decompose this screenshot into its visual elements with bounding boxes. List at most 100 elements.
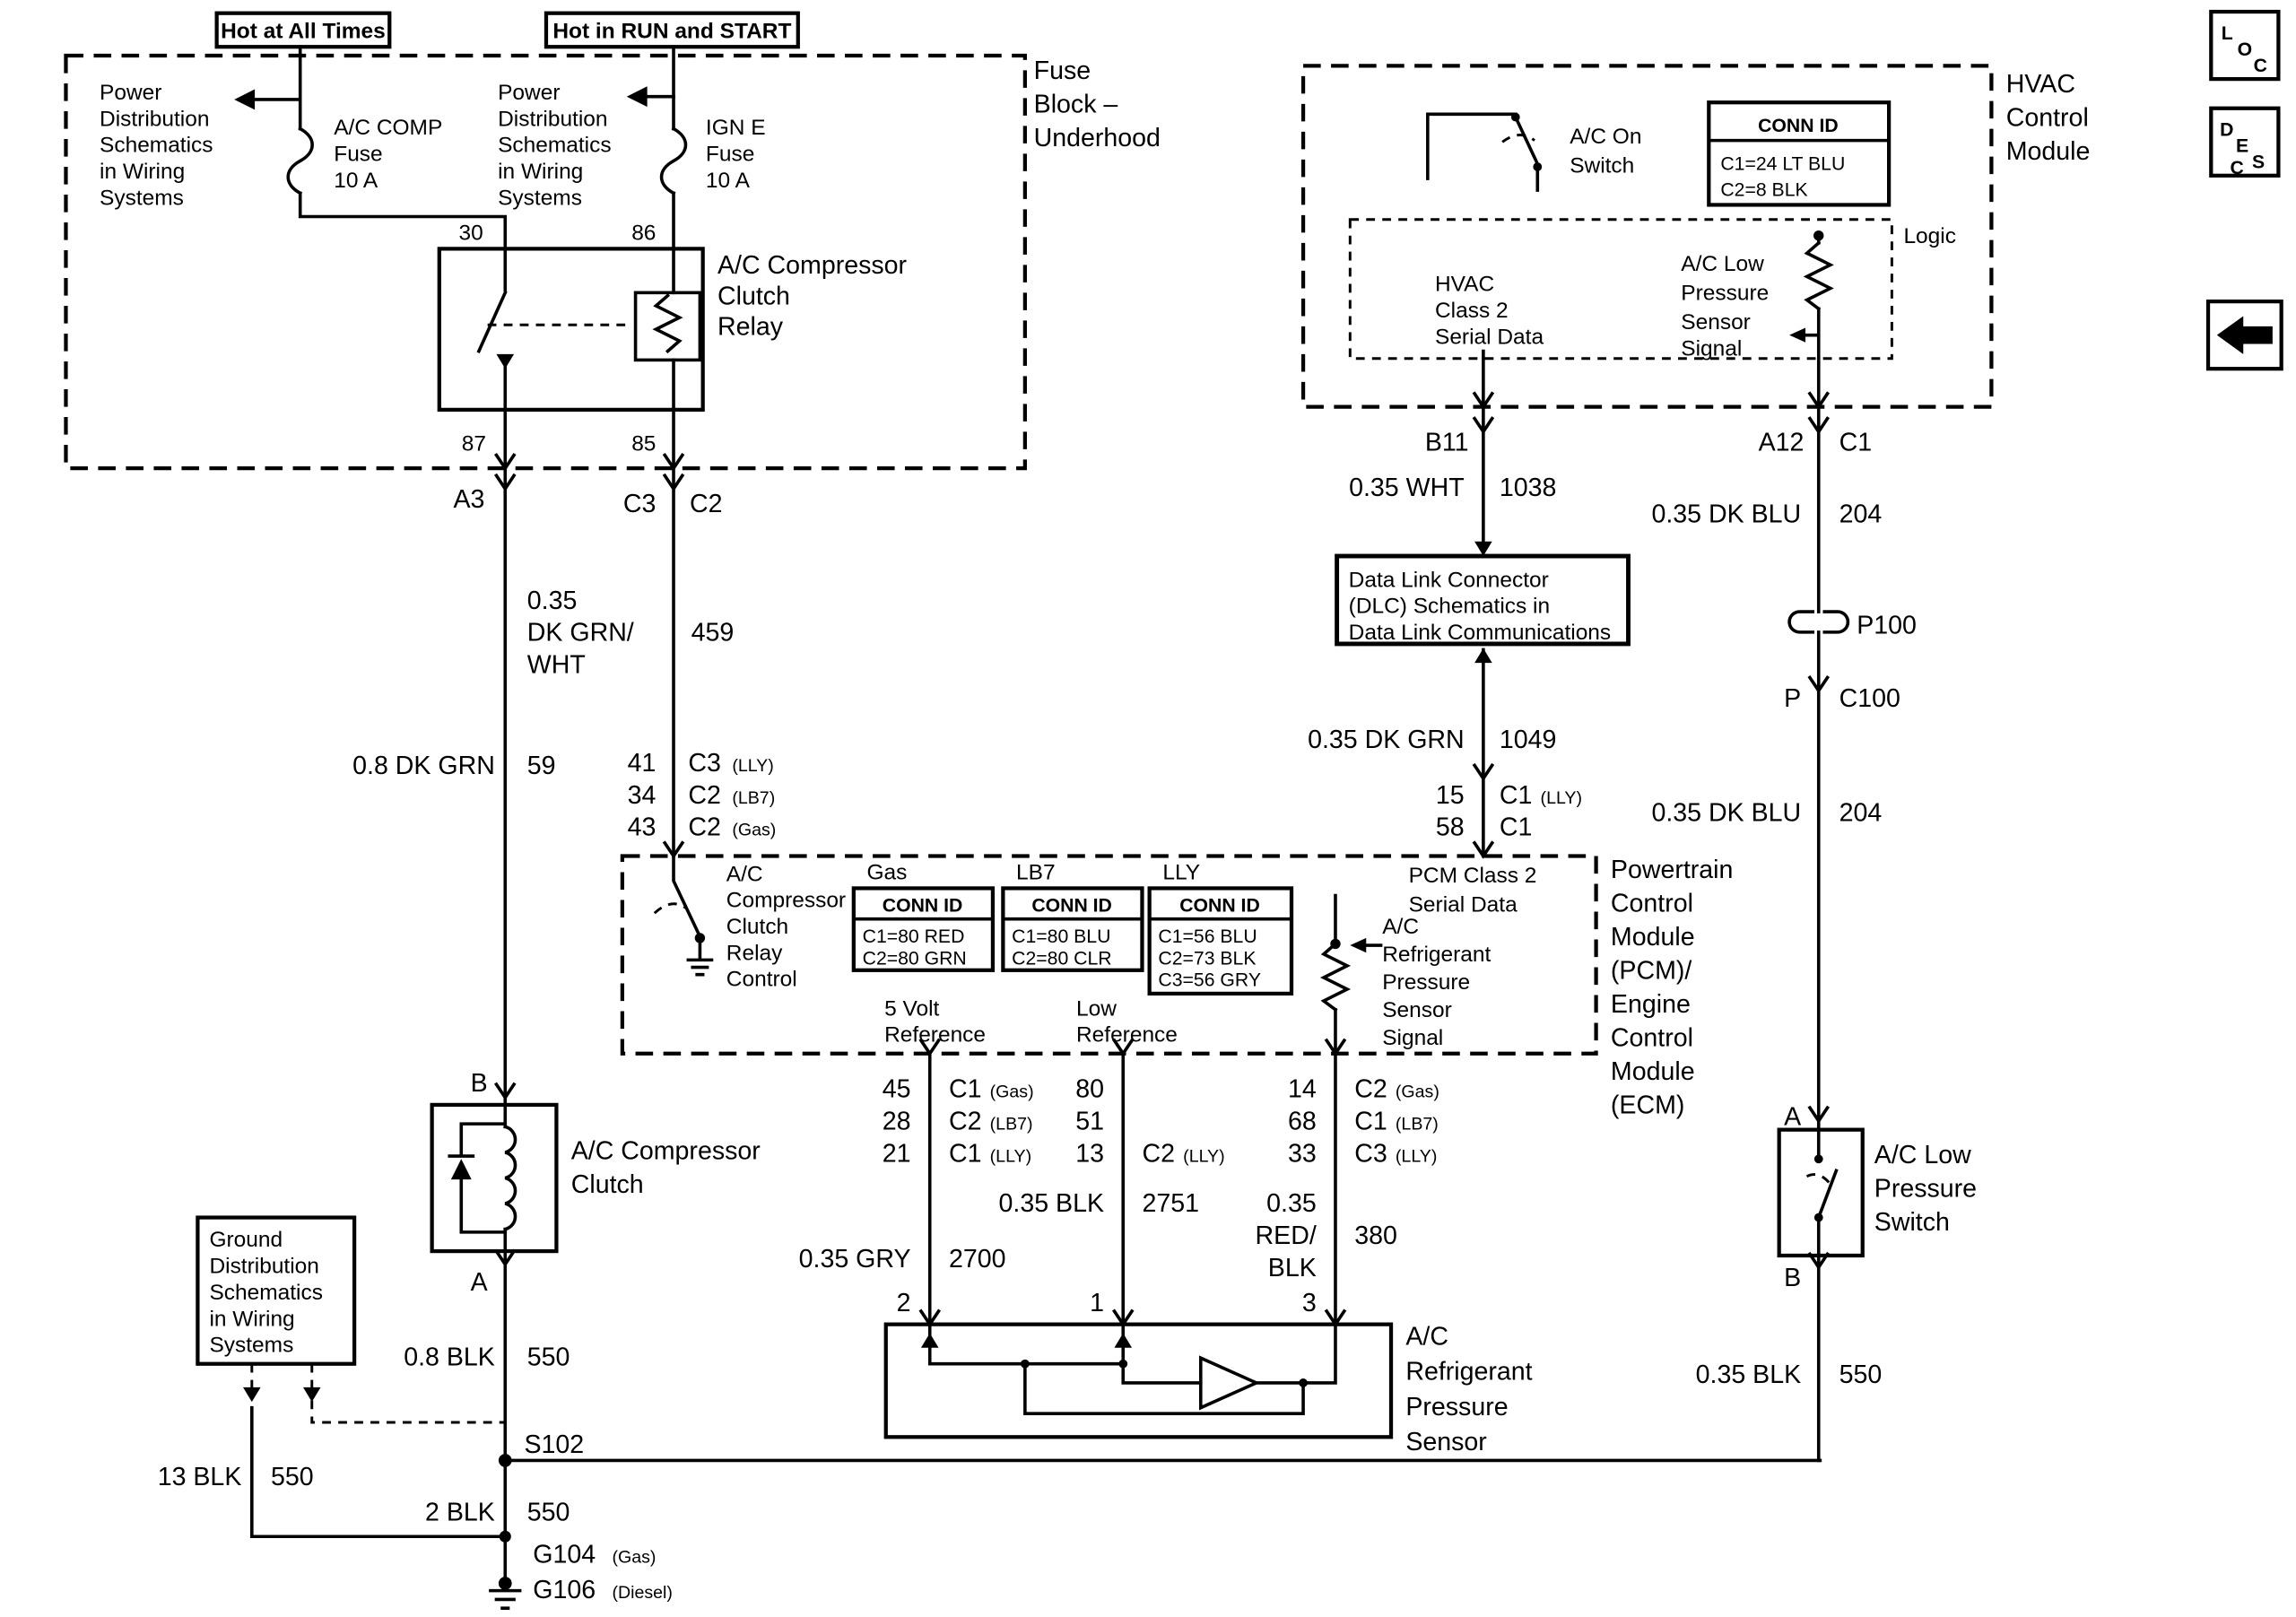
- pin-number: 45: [883, 1075, 911, 1104]
- des-button[interactable]: [2209, 106, 2281, 178]
- pin-engine: (LB7): [1396, 1115, 1439, 1135]
- des-letter: D: [2220, 120, 2233, 141]
- pin-connector: C3: [1354, 1140, 1387, 1169]
- wire-ground-circuit: [250, 408, 1822, 1586]
- hvac-title: Module: [2006, 137, 2091, 166]
- conn-id-header: CONN ID: [1179, 896, 1260, 917]
- relay-pin-85: 85: [631, 432, 656, 456]
- switch-actuation-arc: [1803, 1173, 1831, 1184]
- wire-color-label: BLK: [1268, 1254, 1317, 1282]
- pin-engine: (LB7): [990, 1115, 1033, 1135]
- dlc-box: [1335, 553, 1631, 647]
- pin-number: 68: [1288, 1108, 1317, 1136]
- dlc-label: Data Link Communications: [1349, 621, 1611, 645]
- sensor-pin-3: 3: [1302, 1289, 1317, 1317]
- power-banners: Hot at All Times Hot in RUN and START: [214, 11, 800, 131]
- hot-at-all-times-box: [214, 11, 392, 49]
- hvac-title: HVAC: [2006, 70, 2075, 99]
- pcm-title: Module: [1611, 1057, 1695, 1086]
- pcm-title: Engine: [1611, 990, 1691, 1019]
- pcm-title: Module: [1611, 923, 1695, 952]
- splice-s102: S102: [524, 1430, 584, 1459]
- diode-icon: [450, 1159, 472, 1180]
- pcm-title: (PCM)/: [1611, 957, 1692, 986]
- wire-color-label: 0.8 BLK: [404, 1343, 495, 1371]
- pin-connector: C1: [949, 1075, 982, 1104]
- ground-g106: G106: [533, 1576, 596, 1604]
- switch-contact-dot: [1533, 162, 1543, 171]
- pin-connector: C2: [688, 813, 721, 842]
- power-dist-ref-left: Schematics: [100, 134, 213, 158]
- switch-contact-dot: [1813, 1154, 1823, 1164]
- signal-resistor: [1319, 893, 1383, 1056]
- low-pressure-switch-box: [1777, 1127, 1865, 1258]
- wire-color-label: DK GRN/: [527, 619, 634, 648]
- relay-label: Clutch: [718, 282, 790, 310]
- relay-control-label: Compressor: [726, 889, 846, 913]
- pin-connector: C1: [949, 1140, 982, 1169]
- arrow-down-icon: [243, 1387, 261, 1403]
- pin-connector: C2: [1354, 1075, 1387, 1104]
- main-wires: [250, 408, 1822, 1586]
- sensor-title: A/C: [1405, 1323, 1448, 1352]
- relay-label: Relay: [718, 313, 784, 342]
- clutch-pin-b: B: [471, 1069, 488, 1098]
- relay-contact-wires: [476, 247, 675, 412]
- clutch-title: A/C Compressor: [571, 1136, 761, 1165]
- conn-id-row: C1=24 LT BLU: [1720, 153, 1845, 174]
- power-dist-ref-mid: Systems: [498, 186, 582, 210]
- back-arrow-button[interactable]: [2205, 300, 2283, 371]
- signal-label: Sensor: [1382, 998, 1452, 1022]
- switch-actuation-arc: [653, 902, 688, 915]
- pin-connector: C3: [688, 749, 721, 778]
- pin-connector: C2: [1142, 1140, 1175, 1169]
- power-dist-ref-mid: Distribution: [498, 107, 607, 131]
- back-arrow-icon: [2216, 316, 2273, 354]
- wire-color-label: RED/: [1256, 1221, 1317, 1250]
- sensor-internal-wires: [927, 1322, 1337, 1415]
- dlc-label: Data Link Connector: [1349, 568, 1549, 592]
- connector-c1: C1: [1839, 429, 1873, 457]
- pin-b11: B11: [1425, 429, 1469, 457]
- pcm-title: Powertrain: [1611, 856, 1733, 884]
- loc-letter: L: [2222, 23, 2233, 44]
- arrow-left-icon: [1350, 937, 1367, 953]
- junction-dot: [1118, 1359, 1128, 1369]
- ac-on-switch-label: Switch: [1570, 154, 1634, 178]
- wire-color-label: 13 BLK: [158, 1463, 242, 1491]
- junction-dot: [499, 1530, 511, 1543]
- low-pressure-switch-title: Pressure: [1874, 1175, 1977, 1204]
- p100-connector-icon: [1787, 610, 1850, 634]
- conn-id-header: CONN ID: [1031, 896, 1112, 917]
- ground-symbol-icon: [489, 1581, 522, 1611]
- compressor-clutch: B A/C Compressor Clutch A: [430, 1069, 761, 1297]
- wire-color-label: WHT: [527, 651, 586, 680]
- fuse-wires: [253, 94, 675, 251]
- connector-c2: C2: [690, 490, 723, 518]
- arrow-left-icon: [1789, 327, 1806, 343]
- pin-connector: C2: [688, 781, 721, 810]
- low-pressure-signal-label: Signal: [1681, 337, 1742, 361]
- wire-color-label: 0.35 WHT: [1349, 474, 1465, 502]
- wire-color-label: 0.35 DK BLU: [1651, 798, 1801, 827]
- loc-button[interactable]: [2209, 9, 2281, 82]
- sensor-box: [883, 1322, 1394, 1439]
- pin-number: 43: [628, 813, 657, 842]
- conn-id-row: C2=8 BLK: [1720, 180, 1807, 201]
- circuit-number: 380: [1354, 1221, 1397, 1250]
- ac-on-switch-label: A/C On: [1570, 125, 1641, 149]
- arrow-up-icon: [920, 1333, 939, 1348]
- conn-id-header: CONN ID: [883, 896, 963, 917]
- circuit-number: 59: [527, 752, 556, 780]
- pin-number: 41: [628, 749, 657, 778]
- sensor-pin-1: 1: [1090, 1289, 1104, 1317]
- junction-dot: [1020, 1359, 1030, 1369]
- ground-g106-note: (Diesel): [612, 1583, 672, 1603]
- circuit-number: 550: [271, 1463, 314, 1491]
- conn-id-row: C2=73 BLK: [1158, 948, 1256, 969]
- pin-engine: (Gas): [732, 821, 776, 840]
- fuse-block-underhood: Fuse Block – Underhood Power Distributio…: [64, 53, 1161, 471]
- fuse-ign-e-label: Fuse: [706, 142, 754, 166]
- arrow-down-icon: [302, 1387, 321, 1403]
